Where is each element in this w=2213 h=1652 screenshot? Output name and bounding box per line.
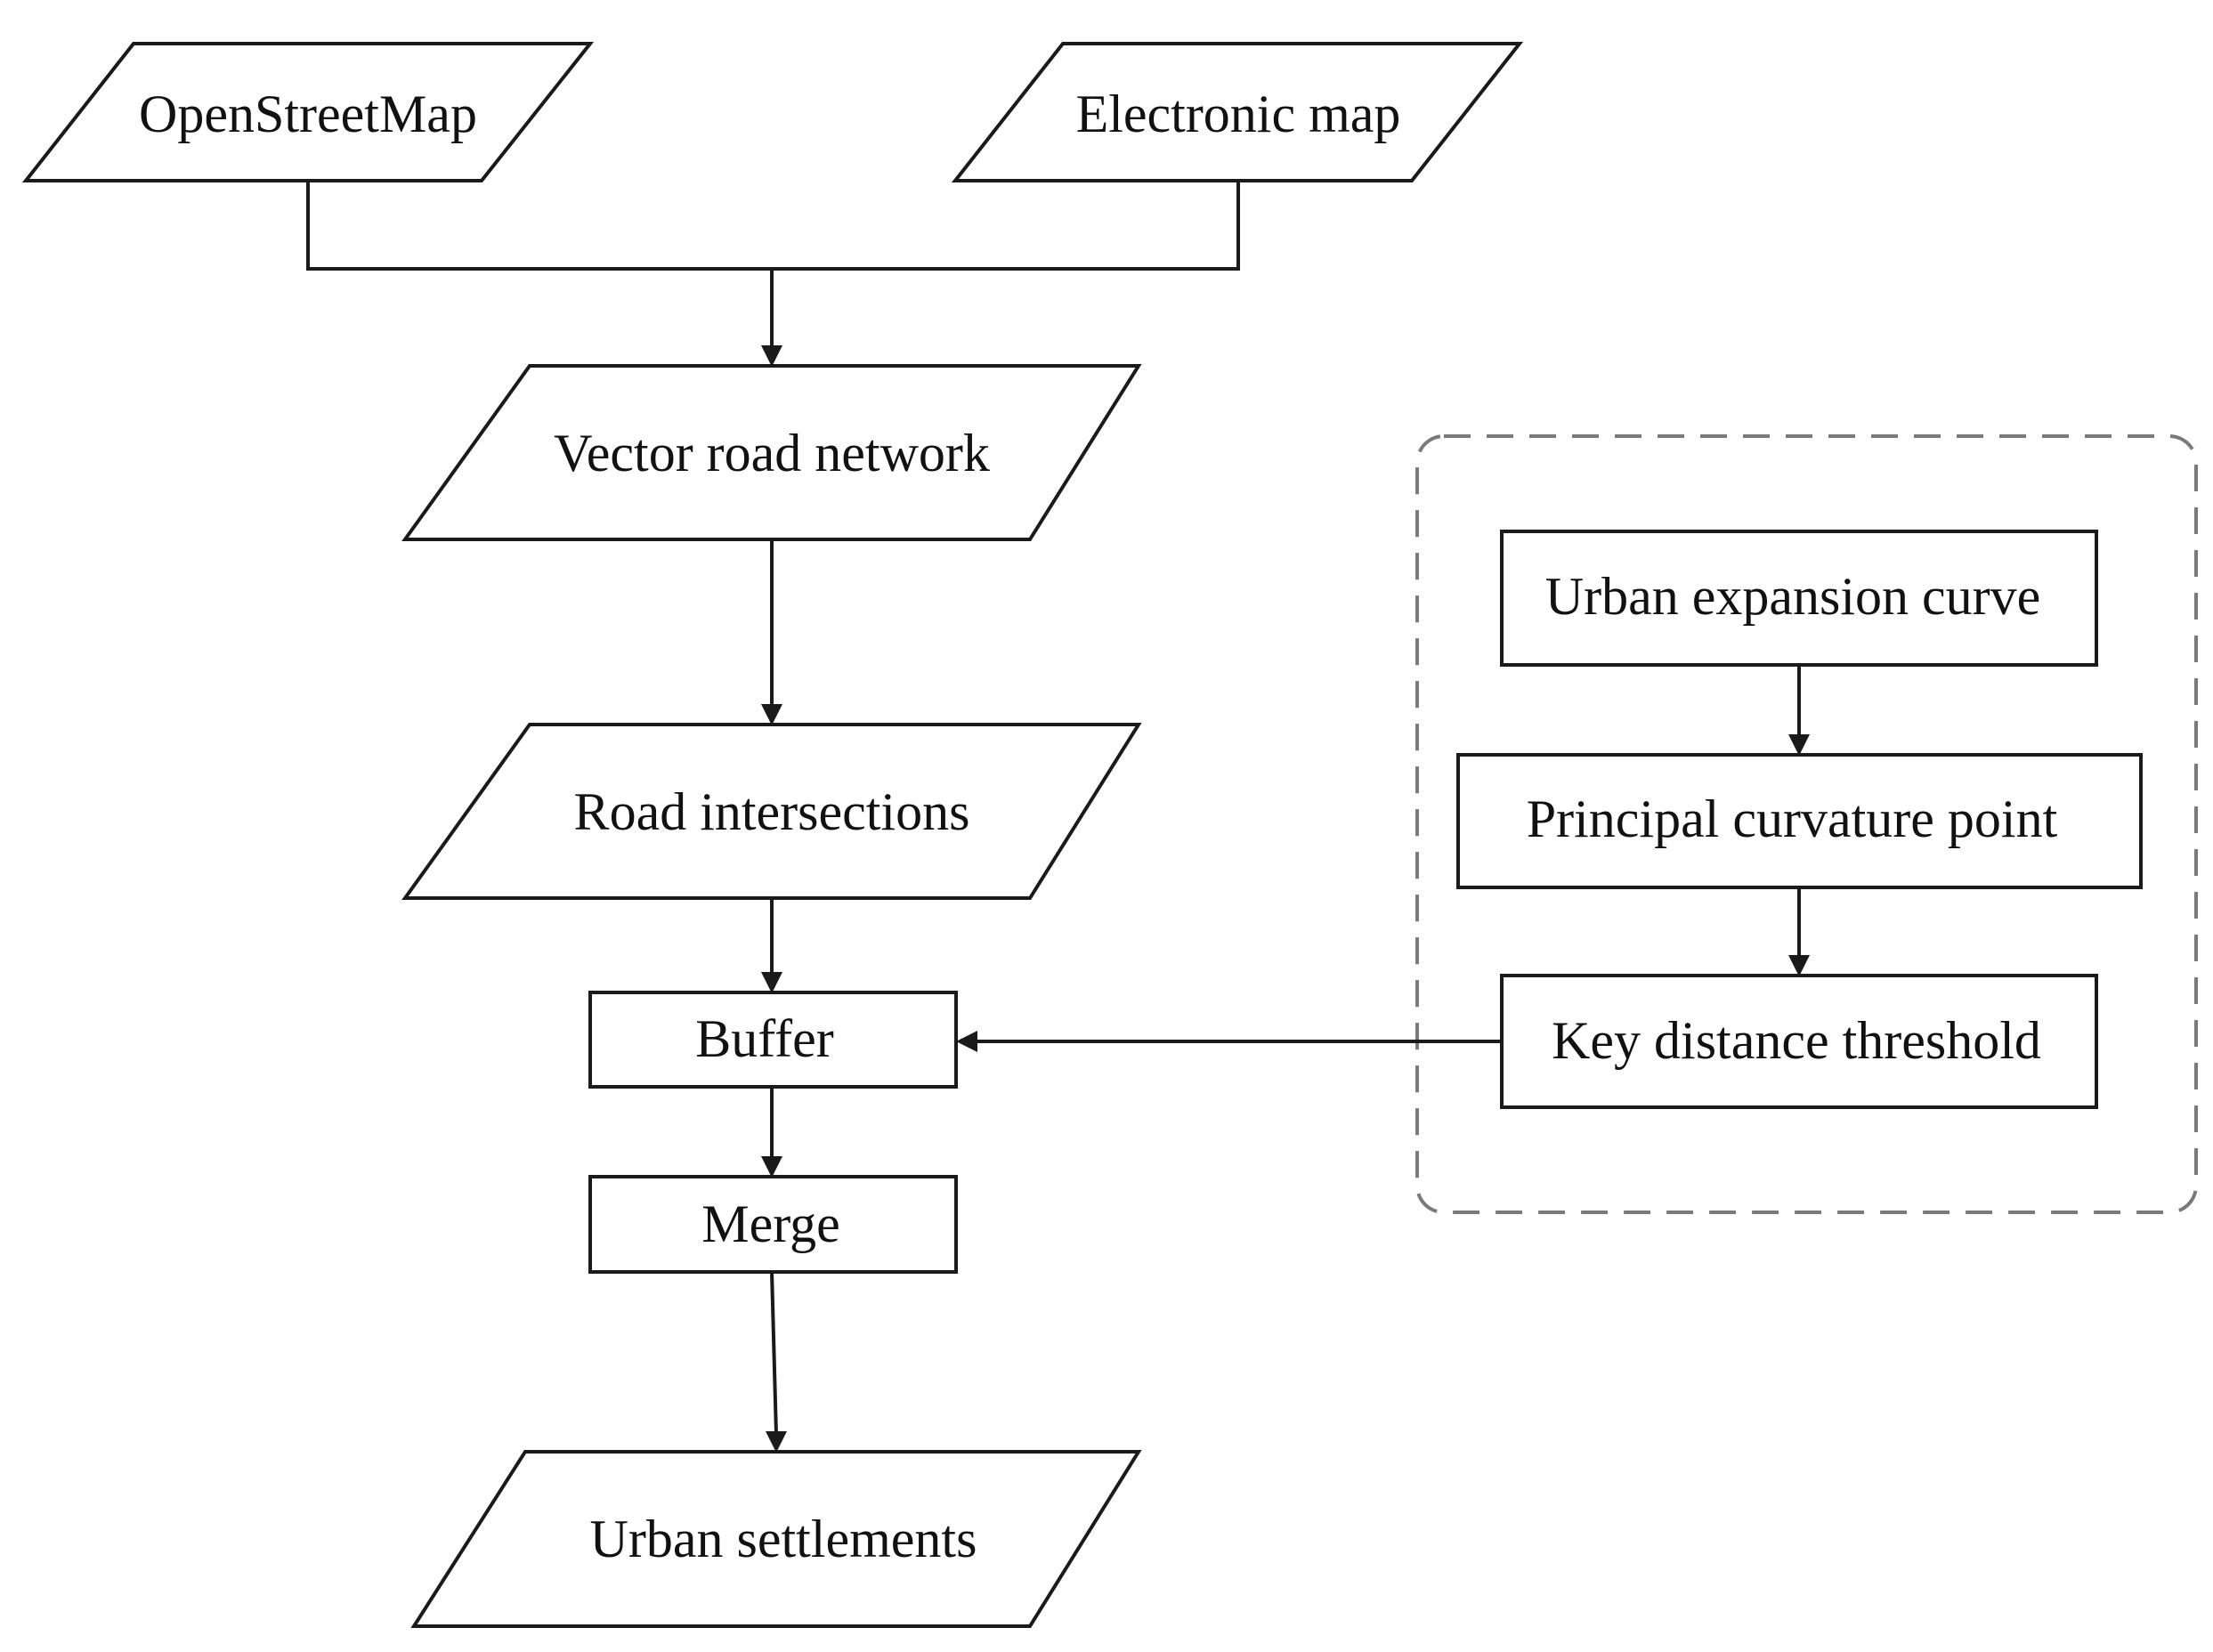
arrowhead <box>761 704 782 725</box>
threshold-derivation-group <box>1415 434 2198 1214</box>
node-vector-road-network: Vector road network <box>401 364 1142 541</box>
node-urban-settlements-label: Urban settlements <box>590 1510 977 1568</box>
node-urban-settlements: Urban settlements <box>410 1450 1142 1628</box>
node-urban-expansion-curve-label: Urban expansion curve <box>1545 567 2040 626</box>
node-merge-label: Merge <box>701 1194 840 1253</box>
arrowhead <box>956 1031 977 1052</box>
arrowhead <box>1788 734 1810 756</box>
node-buffer-label: Buffer <box>695 1009 834 1068</box>
node-electronic-map: Electronic map <box>951 42 1524 182</box>
node-electronic-map-label: Electronic map <box>1076 85 1401 143</box>
arrowhead <box>761 345 782 367</box>
node-openstreetmap-label: OpenStreetMap <box>139 85 477 143</box>
node-vector-road-network-label: Vector road network <box>554 424 990 482</box>
node-principal-curvature-point: Principal curvature point <box>1456 753 2143 889</box>
arrowhead <box>1788 955 1810 976</box>
node-urban-expansion-curve: Urban expansion curve <box>1500 530 2098 667</box>
node-road-intersections: Road intersections <box>401 723 1142 900</box>
node-merge: Merge <box>588 1175 958 1274</box>
edge-inputs-join <box>306 181 1240 271</box>
node-openstreetmap: OpenStreetMap <box>21 42 595 182</box>
arrowhead <box>766 1431 787 1453</box>
node-key-distance-threshold: Key distance threshold <box>1500 974 2098 1109</box>
node-principal-curvature-point-label: Principal curvature point <box>1527 790 2058 848</box>
arrowhead <box>761 972 782 993</box>
node-road-intersections-label: Road intersections <box>574 782 970 841</box>
edge-merge-to-settlements <box>770 1271 778 1436</box>
node-key-distance-threshold-label: Key distance threshold <box>1552 1011 2041 1070</box>
node-buffer: Buffer <box>588 991 958 1089</box>
arrowhead <box>761 1156 782 1178</box>
